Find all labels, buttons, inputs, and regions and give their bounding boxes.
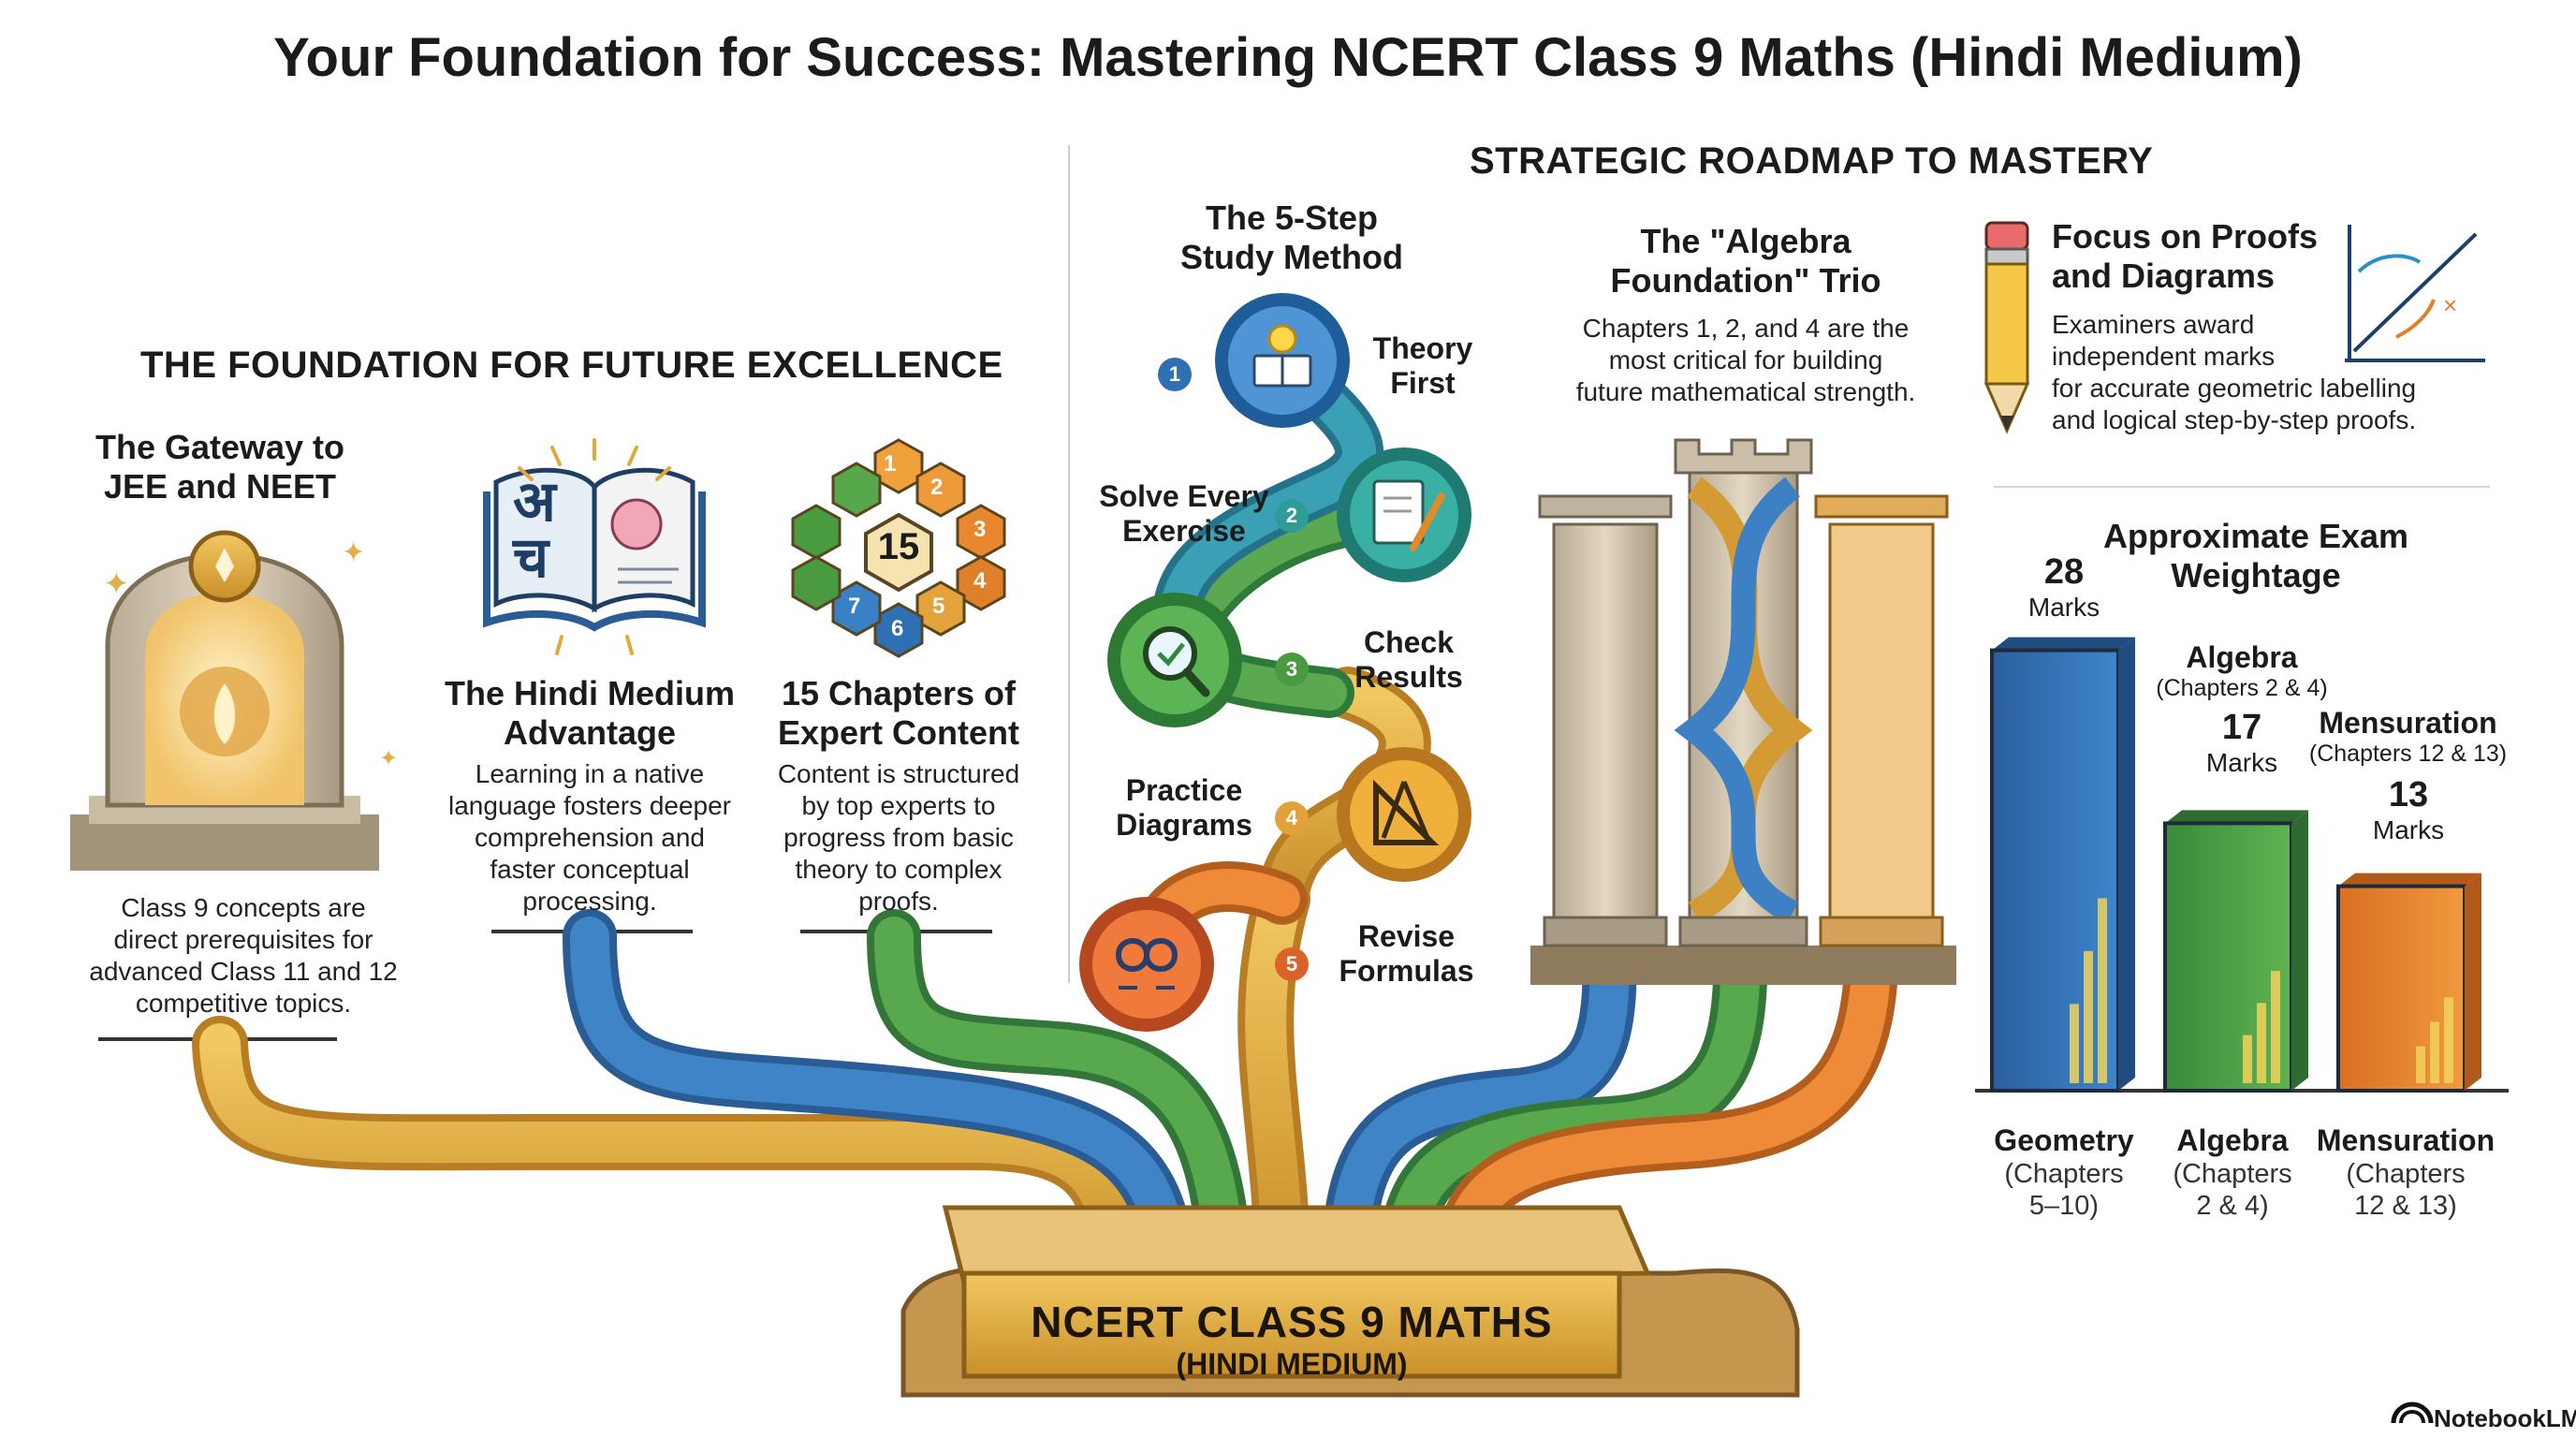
svg-text:✦: ✦ [379,746,398,771]
chart-title: Approximate Exam Weightage [2102,517,2409,594]
pencil-illustration [1983,221,2030,434]
step-label-5: Revise Formulas [1339,919,1474,988]
hex-number-3: 3 [973,517,987,542]
trio-body: Chapters 1, 2, and 4 are the most critic… [1575,314,1916,406]
bar-annotation-mensuration: Mensuration (Chapters 12 & 13) [2308,706,2508,767]
bar-inner-mark-mensuration [2416,1046,2425,1083]
open-book-illustration [483,438,706,655]
chapters-heading: 15 Chapters of Expert Content [777,674,1019,752]
steps-heading: The 5-Step Study Method [1180,198,1403,276]
hindi-glyphs: अ च [513,469,556,591]
trio-heading: The "Algebra Foundation" Trio [1610,222,1881,300]
step-node-4 [1337,747,1471,882]
gateway-body: Class 9 concepts are direct prerequisite… [89,893,398,1018]
step-number-3: 3 [1275,653,1309,686]
step-number-2: 2 [1275,499,1309,533]
proofs-heading: Focus on Proofs and Diagrams [2052,217,2319,295]
bar-top-geometry [1992,637,2135,651]
hex-number-2: 2 [930,475,944,500]
hex-number-6: 6 [891,616,904,641]
svg-text:✦: ✦ [342,537,365,568]
hex-number-4: 4 [973,568,987,594]
pillar-left [1538,494,1673,947]
base-label: NCERT CLASS 9 MATHS (HINDI MEDIUM) [1031,1298,1553,1381]
right-section-title: STRATEGIC ROADMAP TO MASTERY [1470,140,2154,182]
pillar-right [1814,494,1949,947]
proofs-body: Examiners award independent marks for ac… [2052,310,2417,434]
category-label-mensuration: Mensuration (Chapters 12 & 13) [2316,1123,2496,1221]
step-label-2: Solve Every Exercise [1099,479,1269,548]
bar-inner-mark-geometry [2070,1004,2079,1083]
bar-inner-mark-algebra [2257,1003,2266,1083]
step-node-5 [1079,897,1214,1032]
bar-inner-mark-geometry [2098,898,2107,1083]
geometry-diagram-icon: × [2345,225,2485,362]
bar-value-label-algebra: 17 Marks [2205,708,2278,777]
bar-mensuration [2336,884,2466,1093]
step-label-1: Theory First [1372,331,1473,400]
bar-side-mensuration [2465,873,2481,1091]
step-number-5: 5 [1275,947,1309,981]
bar-value-label-geometry: 28 Marks [2027,552,2100,622]
hindi-heading: The Hindi Medium Advantage [445,674,735,752]
gateway-heading: The Gateway to JEE and NEET [95,428,345,506]
step-number-1: 1 [1158,358,1192,391]
hindi-body: Learning in a native language fosters de… [448,759,731,916]
hex-number-7: 7 [848,594,861,619]
step-node-3 [1107,593,1242,727]
chapters-body: Content is structured by top experts to … [777,759,1020,916]
step-label-4: Practice Diagrams [1116,773,1252,842]
bar-side-algebra [2291,810,2308,1091]
bar-top-algebra [2165,810,2308,824]
bar-top-mensuration [2338,873,2481,887]
step-number-4: 4 [1275,801,1309,835]
category-label-algebra: Algebra (Chapters 2 & 4) [2173,1123,2292,1221]
bar-inner-mark-mensuration [2444,997,2453,1083]
hex-number-1: 1 [884,451,897,477]
hex-number-5: 5 [932,594,945,619]
svg-text:✦: ✦ [103,566,130,602]
chart-bars [1990,637,2481,1093]
brand-label: NotebookLM [2434,1404,2576,1432]
notebooklm-logo-icon [2391,1401,2434,1424]
step-label-3: Check Results [1354,625,1463,694]
hexagon-cluster-illustration [791,438,1006,658]
svg-text:×: × [2443,291,2457,319]
bar-algebra [2163,821,2293,1093]
bar-side-geometry [2118,637,2135,1091]
bar-annotation-algebra: Algebra (Chapters 2 & 4) [2156,640,2328,701]
step-node-1 [1215,293,1350,428]
bar-value-label-mensuration: 13 Marks [2372,775,2445,844]
algebra-trio-pillars [1530,438,1956,985]
base-block [900,1205,1800,1398]
bar-inner-mark-geometry [2084,950,2093,1083]
bar-inner-mark-algebra [2243,1034,2252,1083]
left-section-title: THE FOUNDATION FOR FUTURE EXCELLENCE [140,345,1003,386]
gateway-arch-illustration: ✦ ✦ ✦ [70,530,398,871]
pillar-center [1674,438,1813,947]
bar-inner-mark-algebra [2271,971,2280,1083]
step-node-2 [1337,448,1471,582]
bar-geometry [1990,648,2120,1093]
category-label-geometry: Geometry (Chapters 5–10) [1994,1123,2134,1221]
bar-inner-mark-mensuration [2430,1021,2439,1083]
page-title: Your Foundation for Success: Mastering N… [273,27,2303,88]
chapters-count-badge: 15 [877,526,920,567]
